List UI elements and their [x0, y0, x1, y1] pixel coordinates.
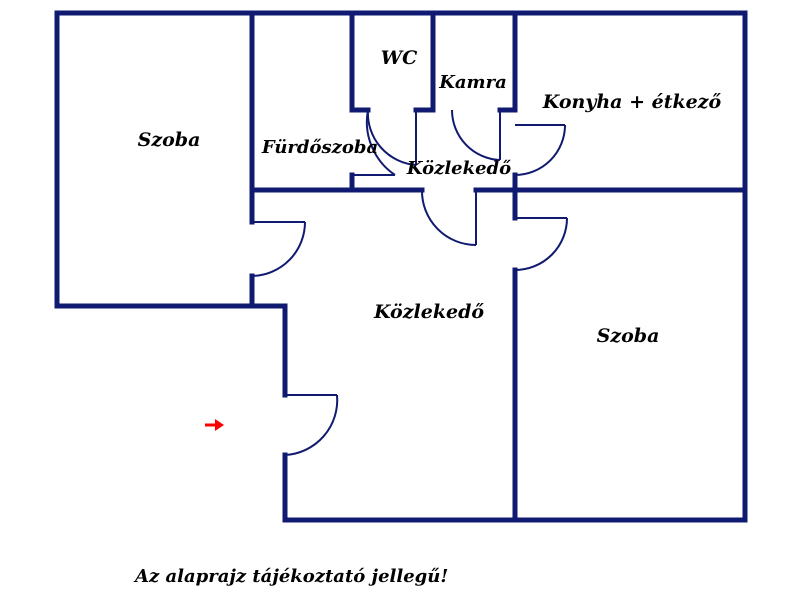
room-label-right: Szoba	[597, 325, 660, 347]
room-label-wc: WC	[381, 47, 417, 69]
door-wc	[366, 109, 417, 166]
room-label-pantry: Kamra	[438, 72, 507, 93]
door-hallway	[420, 189, 477, 246]
room-label-hallway-main: Közlekedő	[373, 301, 484, 323]
room-label-kitchen: Konyha + étkező	[542, 91, 722, 113]
walls	[54, 10, 748, 523]
doors	[251, 109, 568, 456]
room-label-bathroom: Fürdőszoba	[261, 137, 378, 158]
room-label-left: Szoba	[138, 129, 201, 151]
disclaimer-caption: Az alaprajz tájékoztató jellegű!	[133, 566, 448, 587]
arrow-right-icon	[205, 419, 224, 431]
door-pantry	[450, 109, 501, 161]
door-bathroom	[352, 109, 396, 176]
door-kitchen	[514, 124, 566, 176]
door-entrance	[284, 394, 339, 456]
door-right-room	[514, 217, 568, 271]
door-left-room	[251, 221, 306, 277]
room-label-hallway-small: Közlekedő	[406, 158, 511, 179]
